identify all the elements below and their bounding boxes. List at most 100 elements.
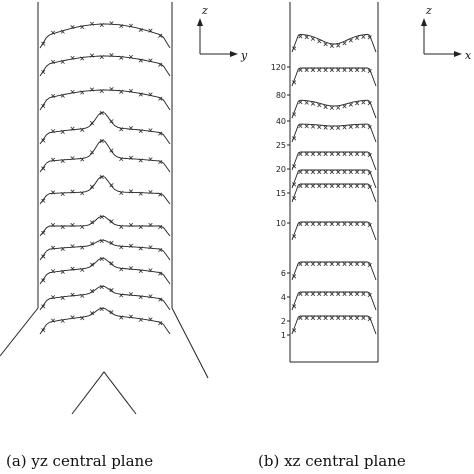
data-marker <box>50 30 56 35</box>
data-marker <box>80 293 85 298</box>
profile-line-a <box>39 89 171 111</box>
axis-label-y-a: y <box>240 49 248 62</box>
data-marker <box>109 219 114 224</box>
data-marker <box>355 101 360 106</box>
data-marker <box>310 291 316 297</box>
profile-label: 2 <box>281 317 286 326</box>
data-marker <box>336 315 341 321</box>
data-marker <box>298 67 303 73</box>
data-marker <box>323 183 328 189</box>
data-marker <box>329 291 334 297</box>
data-marker <box>355 124 360 129</box>
data-marker <box>348 291 353 297</box>
data-marker <box>80 224 85 230</box>
data-marker <box>298 169 303 175</box>
data-marker <box>60 59 65 64</box>
data-marker <box>342 41 347 46</box>
data-marker <box>367 263 372 268</box>
data-marker <box>367 153 372 158</box>
profile-line-b <box>291 169 377 189</box>
data-marker <box>361 221 366 227</box>
axes-b: z x <box>421 4 472 62</box>
data-marker <box>304 261 309 267</box>
data-marker <box>310 261 316 267</box>
data-marker <box>329 67 334 73</box>
data-marker <box>128 126 134 131</box>
data-marker <box>323 315 328 321</box>
profile-label: 10 <box>276 219 286 228</box>
data-marker <box>70 55 75 61</box>
data-marker <box>361 34 366 39</box>
data-marker <box>138 269 143 274</box>
data-marker <box>80 24 85 30</box>
data-marker <box>317 221 322 227</box>
data-marker <box>60 269 65 274</box>
data-marker <box>317 261 322 267</box>
data-marker <box>119 315 124 320</box>
data-marker <box>348 38 353 43</box>
data-marker <box>60 93 65 98</box>
profile-line-b <box>291 123 377 143</box>
caption-b: (b) xz central plane <box>258 452 406 470</box>
data-marker <box>128 222 134 228</box>
data-marker <box>50 59 56 64</box>
data-marker <box>348 102 353 107</box>
data-marker <box>89 262 95 267</box>
data-marker <box>80 157 85 162</box>
profile-line-a <box>39 23 171 49</box>
data-marker <box>80 245 85 250</box>
data-marker <box>99 284 104 290</box>
data-marker <box>361 67 366 73</box>
data-marker <box>355 315 360 321</box>
data-marker <box>80 56 85 61</box>
data-marker <box>317 39 322 44</box>
profile-line-a <box>39 257 171 285</box>
data-marker <box>41 198 46 203</box>
data-marker <box>70 126 75 131</box>
data-marker <box>367 185 372 190</box>
data-marker <box>317 103 322 108</box>
data-marker <box>361 151 366 157</box>
data-marker <box>50 93 56 98</box>
data-marker <box>304 291 309 297</box>
data-marker <box>70 222 75 228</box>
data-marker <box>119 89 124 94</box>
data-marker <box>89 53 95 58</box>
data-marker <box>298 315 303 321</box>
data-marker <box>348 67 353 73</box>
data-marker <box>310 124 316 129</box>
data-marker <box>128 23 134 28</box>
data-marker <box>158 33 163 38</box>
profile-label: 40 <box>276 117 286 126</box>
data-marker <box>342 151 347 157</box>
data-marker <box>329 105 334 111</box>
data-marker <box>148 157 153 162</box>
data-marker <box>80 191 85 196</box>
data-marker <box>99 111 104 116</box>
data-marker <box>80 267 85 272</box>
profile-line-a <box>39 285 171 311</box>
data-marker <box>310 315 316 321</box>
data-marker <box>323 151 328 157</box>
profile-label: 15 <box>276 189 286 198</box>
data-marker <box>41 278 46 283</box>
data-marker <box>60 29 65 34</box>
data-marker <box>138 92 143 97</box>
data-marker <box>70 266 75 271</box>
data-marker <box>304 35 309 40</box>
data-marker <box>89 184 95 189</box>
data-marker <box>158 271 163 276</box>
data-marker <box>342 183 347 189</box>
data-marker <box>323 67 328 73</box>
data-marker <box>355 183 360 189</box>
data-marker <box>329 125 334 131</box>
panel-a-yz-plane <box>0 2 209 415</box>
profile-line-a <box>39 307 171 335</box>
profiles-a <box>39 21 171 335</box>
data-marker <box>310 151 316 157</box>
data-marker <box>50 157 56 162</box>
data-marker <box>148 245 153 250</box>
data-marker <box>99 175 104 180</box>
data-marker <box>109 310 114 315</box>
data-marker <box>80 90 85 95</box>
